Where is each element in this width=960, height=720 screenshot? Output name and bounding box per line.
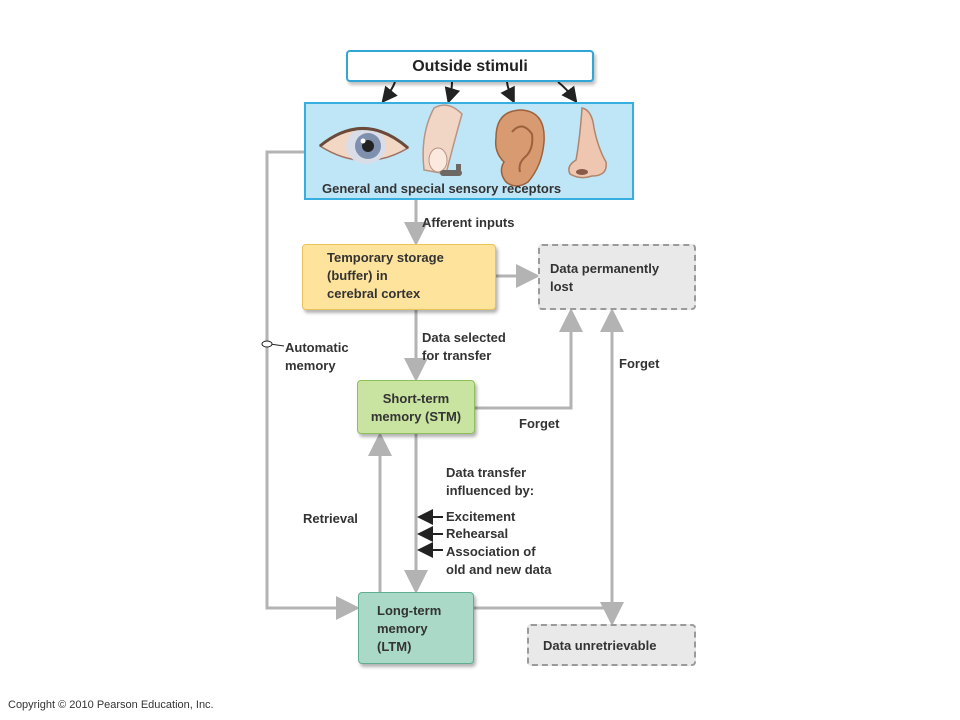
long-term-memory-box: Long-term memory (LTM) [358, 592, 474, 664]
forget-stm-label: Forget [519, 416, 560, 431]
data-permanently-lost-box: Data permanently lost [538, 244, 696, 310]
data-unretrievable-label: Data unretrievable [543, 638, 657, 653]
data-permanently-lost-label: Data permanently lost [550, 261, 660, 294]
afferent-inputs-label: Afferent inputs [422, 215, 515, 230]
data-unretrievable-box: Data unretrievable [527, 624, 696, 666]
eye-icon [318, 127, 410, 164]
ear-icon [494, 109, 545, 187]
sensory-receptors-box: General and special sensory receptors [304, 102, 634, 200]
stm-forget-arrow [475, 308, 583, 410]
long-term-memory-label: Long-term memory (LTM) [377, 603, 442, 654]
data-transfer-heading: Data transfer influenced by: [446, 465, 535, 498]
stimulus-arrow-2 [444, 81, 461, 104]
temporary-storage-label: Temporary storage (buffer) in cerebral c… [327, 250, 444, 301]
copyright-text: Copyright © 2010 Pearson Education, Inc. [8, 699, 214, 711]
temporary-storage-box: Temporary storage (buffer) in cerebral c… [302, 244, 496, 310]
stimulus-arrow-1 [381, 81, 398, 104]
outside-stimuli-box: Outside stimuli [346, 50, 594, 82]
factor-excitement: Excitement [446, 509, 516, 524]
stimulus-arrow-4 [557, 81, 578, 104]
stimulus-arrow-3 [500, 81, 515, 104]
forget-ltm-label: Forget [619, 356, 660, 371]
automatic-memory-arrow [265, 150, 360, 620]
short-term-memory-box: Short-term memory (STM) [357, 380, 475, 434]
sensory-icons [318, 104, 607, 187]
sensory-receptors-label: General and special sensory receptors [322, 181, 562, 196]
finger-touch-icon [422, 104, 463, 176]
outside-stimuli-label: Outside stimuli [412, 58, 528, 75]
nose-icon [568, 107, 607, 179]
short-term-memory-label: Short-term memory (STM) [370, 391, 462, 424]
factor-rehearsal: Rehearsal [446, 526, 509, 541]
automatic-pointer-dot [261, 340, 273, 348]
data-selected-label: Data selected for transfer [422, 330, 506, 363]
factor-association: Association of old and new data [446, 544, 552, 577]
retrieval-label: Retrieval [303, 511, 358, 526]
automatic-memory-label: Automatic memory [285, 340, 349, 373]
